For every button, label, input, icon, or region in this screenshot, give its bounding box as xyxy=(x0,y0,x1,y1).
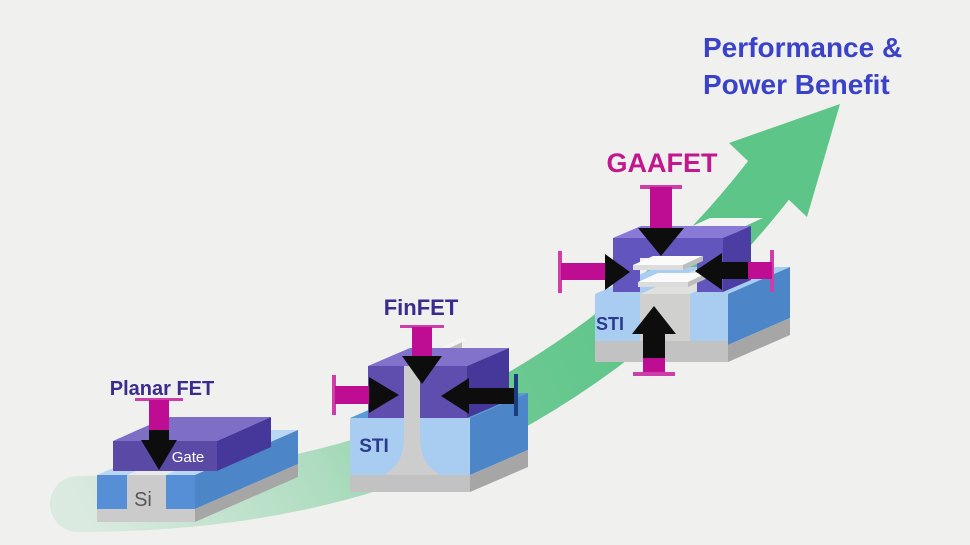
finfet-base-side-blue xyxy=(470,393,528,475)
gaafet-base-side-blue xyxy=(728,267,790,345)
finfet-base-side-gray xyxy=(470,450,528,492)
arrow-shaft-magenta xyxy=(748,262,772,279)
arrow-head xyxy=(441,378,469,414)
planar-gate-label: Gate xyxy=(172,449,205,466)
arrow-head xyxy=(369,377,399,413)
arrow-head xyxy=(141,440,177,470)
planar-base-side-blue xyxy=(195,430,298,509)
finfet-down-arrow-icon xyxy=(400,325,444,384)
gaafet-label: GAAFET xyxy=(607,148,719,178)
finfet-diagram: STI FinFET xyxy=(332,295,528,492)
nanosheet-front xyxy=(638,282,688,287)
arrow-shaft-magenta xyxy=(412,327,432,358)
arrow-tail-bar xyxy=(135,398,183,401)
arrow-shaft-black xyxy=(643,334,665,358)
finfet-fin xyxy=(386,366,438,475)
gaafet-gate-front-face xyxy=(613,238,723,292)
planar-fet-diagram: Si Gate Planar FET xyxy=(97,378,298,522)
gaafet-left-arrow-icon xyxy=(558,251,630,293)
nanosheet-top xyxy=(638,273,708,282)
planar-front-blue-left xyxy=(97,475,127,509)
title-line-2: Power Benefit xyxy=(703,69,890,100)
arrow-tail-bar xyxy=(633,372,675,376)
arrow-shaft-black xyxy=(149,430,169,442)
arrow-head xyxy=(695,253,722,290)
nanosheet-top xyxy=(633,256,703,265)
finfet-right-arrow-icon xyxy=(441,374,518,416)
finfet-sti-label: STI xyxy=(359,436,389,457)
arrow-shaft-black xyxy=(469,388,515,404)
arrow-tail-bar xyxy=(514,374,518,416)
arrow-tail-bar xyxy=(400,325,444,328)
arrow-tail-bar xyxy=(332,375,336,415)
nanosheet-front xyxy=(633,265,683,270)
title-line-1: Performance & xyxy=(703,32,902,63)
diagram-title: Performance & Power Benefit xyxy=(703,32,902,100)
planar-si-label: Si xyxy=(134,489,152,511)
gaafet-base-side-gray xyxy=(728,318,790,362)
arrow-head xyxy=(402,356,442,384)
growth-arrowhead xyxy=(729,104,840,217)
arrow-shaft-magenta xyxy=(335,386,369,404)
finfet-label: FinFET xyxy=(384,295,459,320)
planar-base-side-gray xyxy=(195,464,298,522)
arrow-shaft-magenta xyxy=(149,400,169,432)
gaafet-sti-label: STI xyxy=(596,314,624,334)
planar-gate-side-face xyxy=(217,417,271,471)
nanosheet-side xyxy=(683,256,703,270)
gaafet-nanosheet-1 xyxy=(633,256,703,270)
planar-front-blue-right xyxy=(166,475,195,509)
finfet-base-front-gray xyxy=(350,475,470,492)
arrow-shaft-magenta xyxy=(643,358,665,373)
gaafet-right-arrow-icon xyxy=(695,250,774,292)
arrow-head xyxy=(638,228,684,256)
gaafet-diagram: STI GAAFET xyxy=(558,148,790,376)
planar-fet-label: Planar FET xyxy=(110,378,214,400)
arrow-shaft-magenta xyxy=(650,187,672,230)
planar-gate-down-arrow-icon xyxy=(135,398,183,470)
arrow-tail-bar xyxy=(558,251,562,293)
gaafet-down-arrow-icon xyxy=(638,185,684,256)
arrow-shaft-black xyxy=(720,262,748,279)
arrow-head xyxy=(605,254,630,290)
gaafet-up-arrow-icon xyxy=(632,306,676,376)
arrow-shaft-magenta xyxy=(561,263,605,280)
arrow-head xyxy=(632,306,676,334)
finfet-left-arrow-icon xyxy=(332,375,399,415)
gaafet-top-slab-top xyxy=(688,218,763,228)
